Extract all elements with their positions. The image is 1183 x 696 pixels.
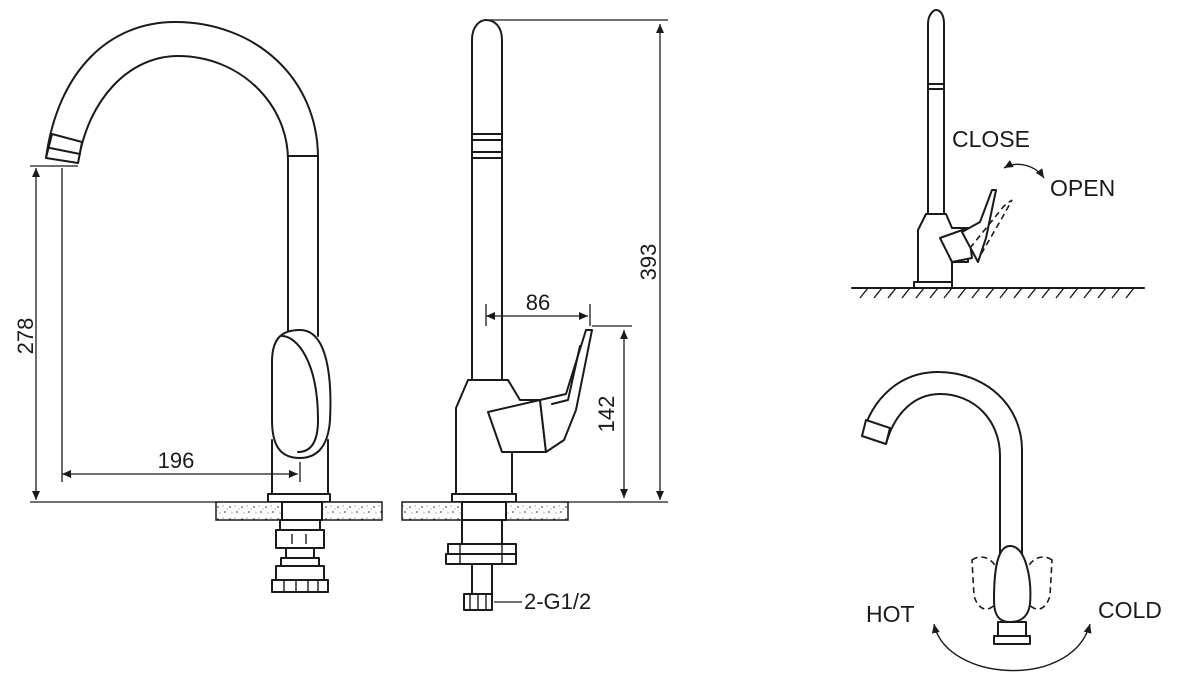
hot-cold-arrow: [931, 623, 1092, 672]
cold-label: COLD: [1098, 597, 1162, 623]
hot-label: HOT: [866, 601, 915, 627]
close-label: CLOSE: [952, 126, 1030, 152]
open-close-detail: CLOSE OPEN: [851, 9, 1145, 299]
side-spout: [471, 19, 503, 381]
connection-label: 2-G1/2: [524, 589, 591, 614]
open-label: OPEN: [1050, 175, 1115, 201]
dim-278-label: 278: [13, 318, 38, 355]
dim-86-label: 86: [526, 290, 550, 315]
front-spout-inner: [77, 55, 289, 337]
hot-cold-detail: HOT COLD: [861, 371, 1162, 672]
front-aerator: [45, 133, 83, 164]
dim-196-label: 196: [158, 448, 195, 473]
front-spout-outer: [45, 21, 319, 337]
open-close-arrow: [1003, 160, 1045, 179]
front-view: 278 196: [13, 21, 383, 593]
side-handle: [539, 329, 593, 453]
side-view: 2-G1/2 393 86 142: [401, 19, 668, 614]
dim-393-label: 393: [636, 244, 661, 281]
front-handle: [271, 329, 332, 459]
dim-142-label: 142: [594, 396, 619, 433]
